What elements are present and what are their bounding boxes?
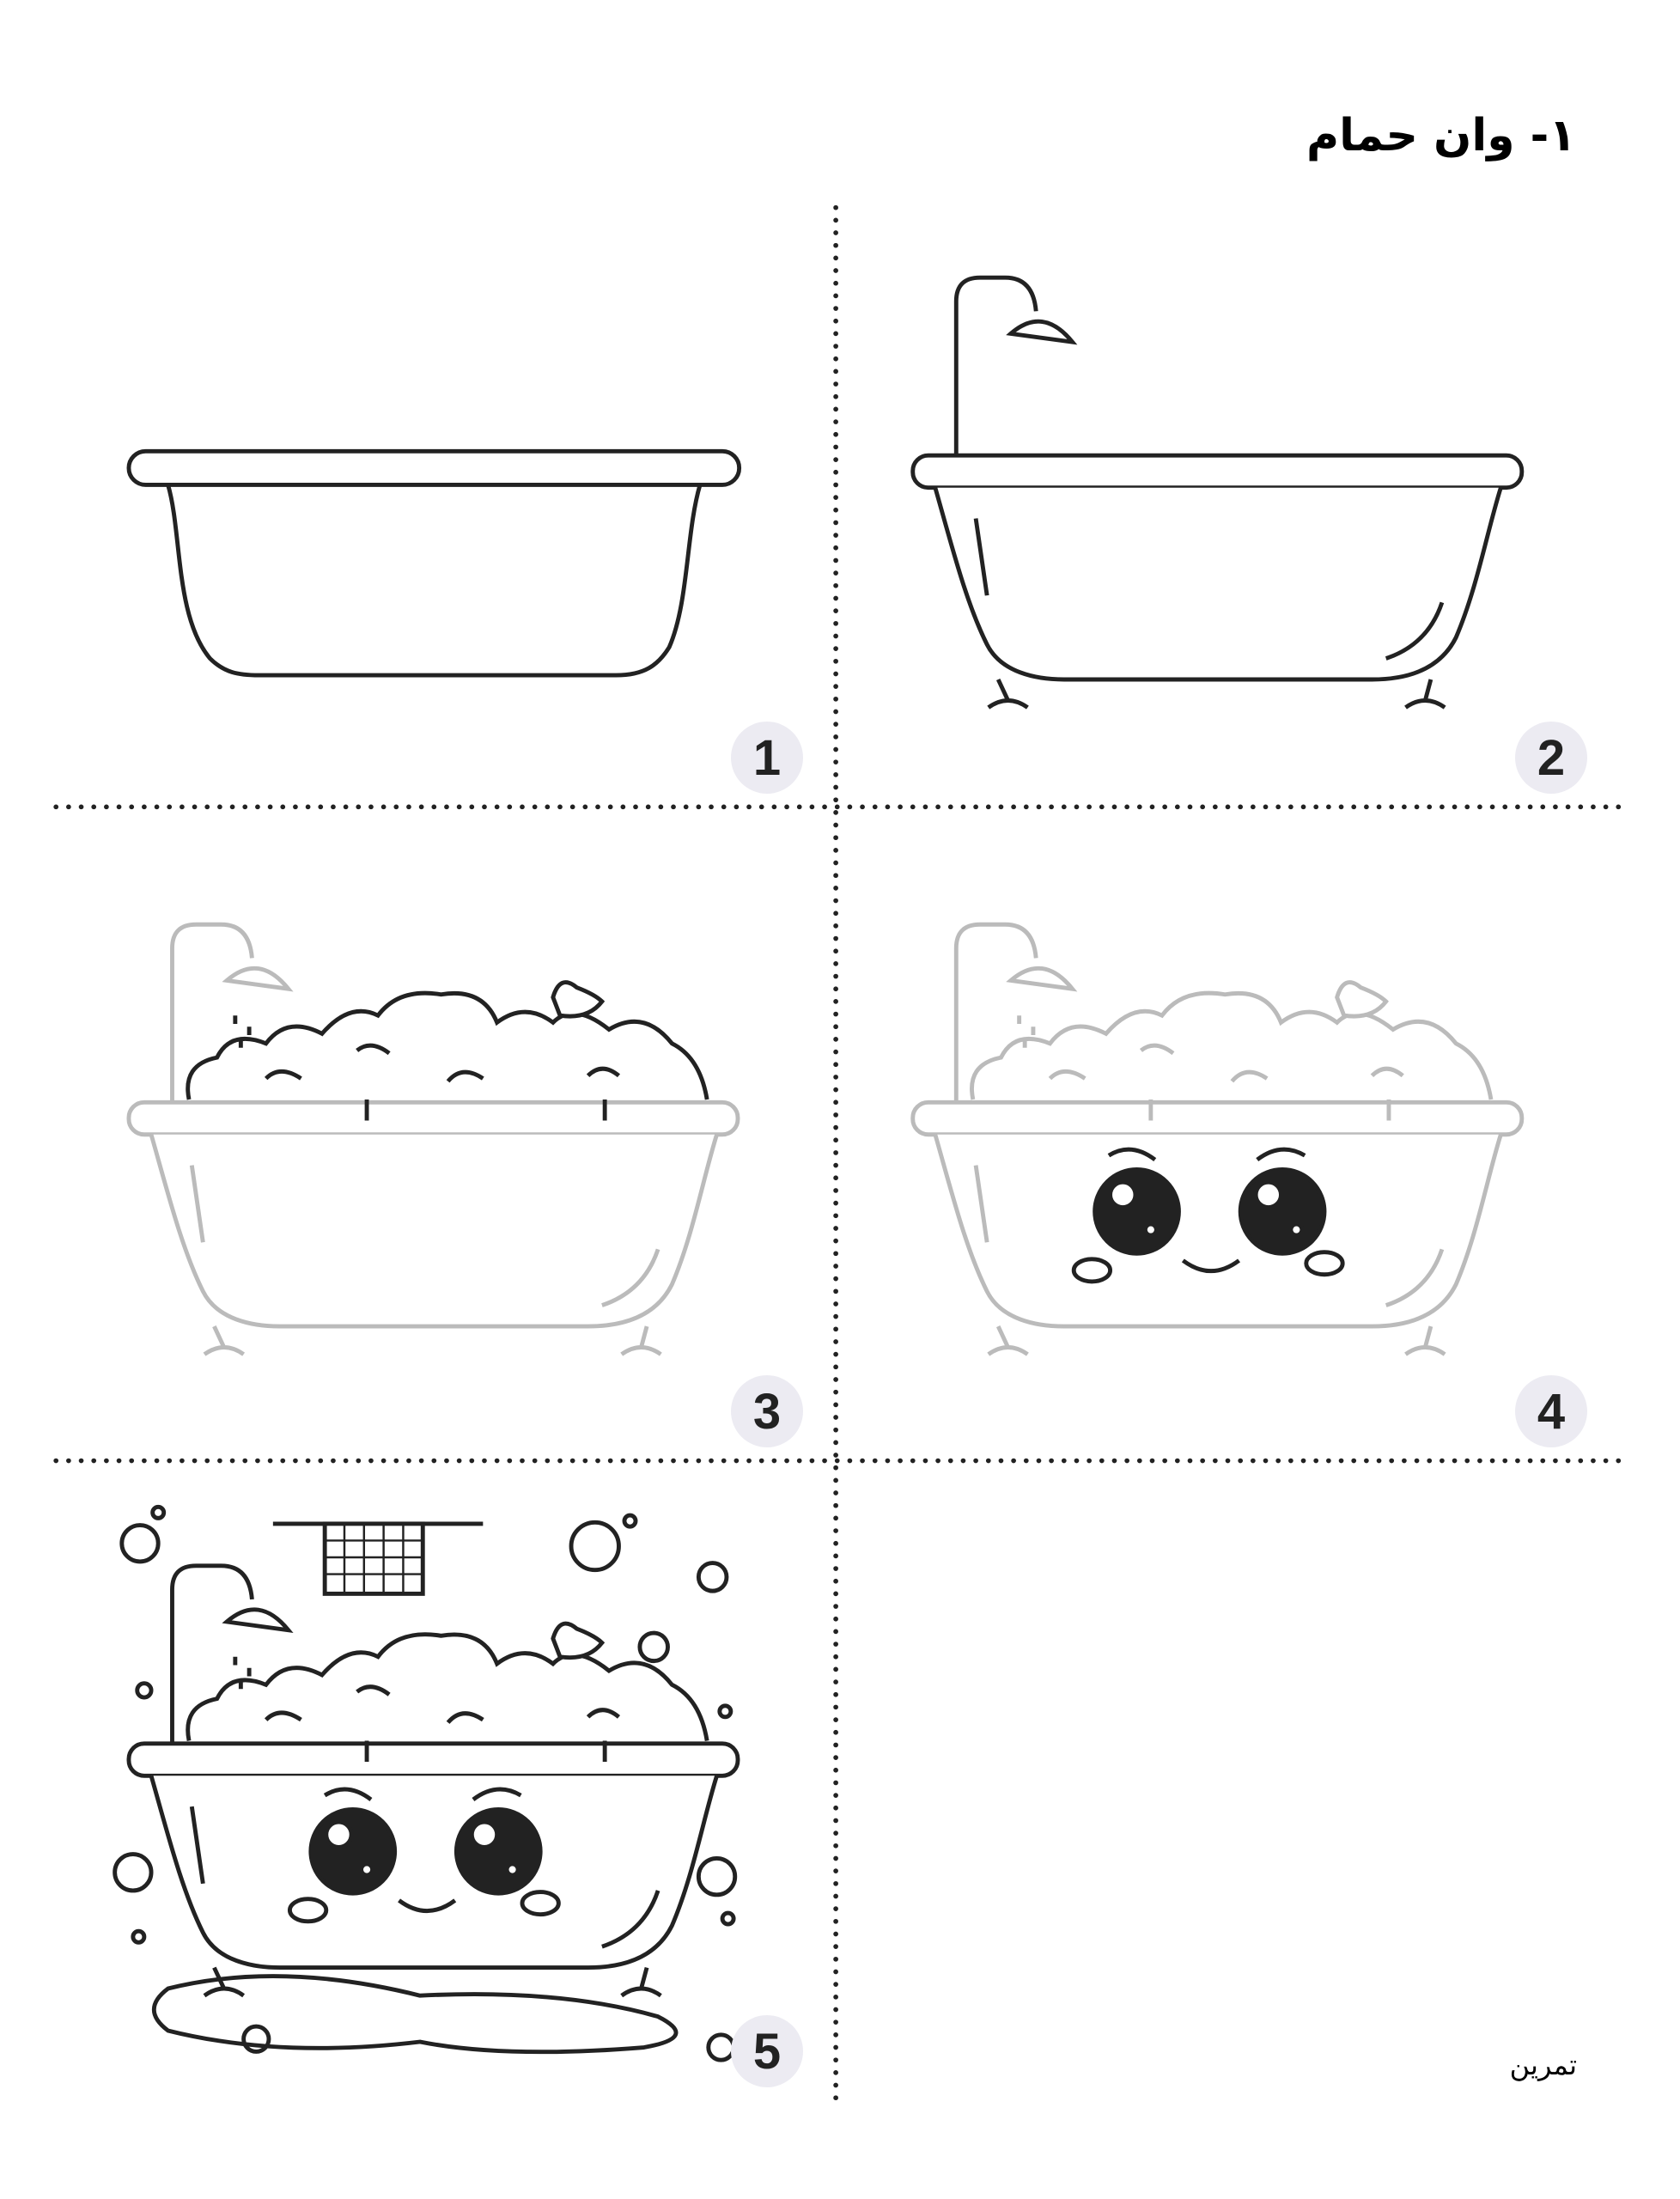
step-number-badge: 3 <box>731 1375 803 1447</box>
step-4-drawing <box>913 924 1522 1354</box>
step-2-drawing <box>913 277 1522 707</box>
step-5-drawing <box>113 1504 738 2062</box>
practice-label: تمرین <box>1509 2049 1577 2081</box>
step-3-drawing <box>129 924 738 1354</box>
step-number-badge: 4 <box>1515 1375 1587 1447</box>
step-number-badge: 5 <box>731 2015 803 2087</box>
step-1-drawing <box>126 448 742 678</box>
page-title: ۱- وان حمام <box>1306 110 1576 161</box>
step-number-badge: 2 <box>1515 722 1587 794</box>
step-number-badge: 1 <box>731 722 803 794</box>
divider-lines <box>53 204 1624 2104</box>
